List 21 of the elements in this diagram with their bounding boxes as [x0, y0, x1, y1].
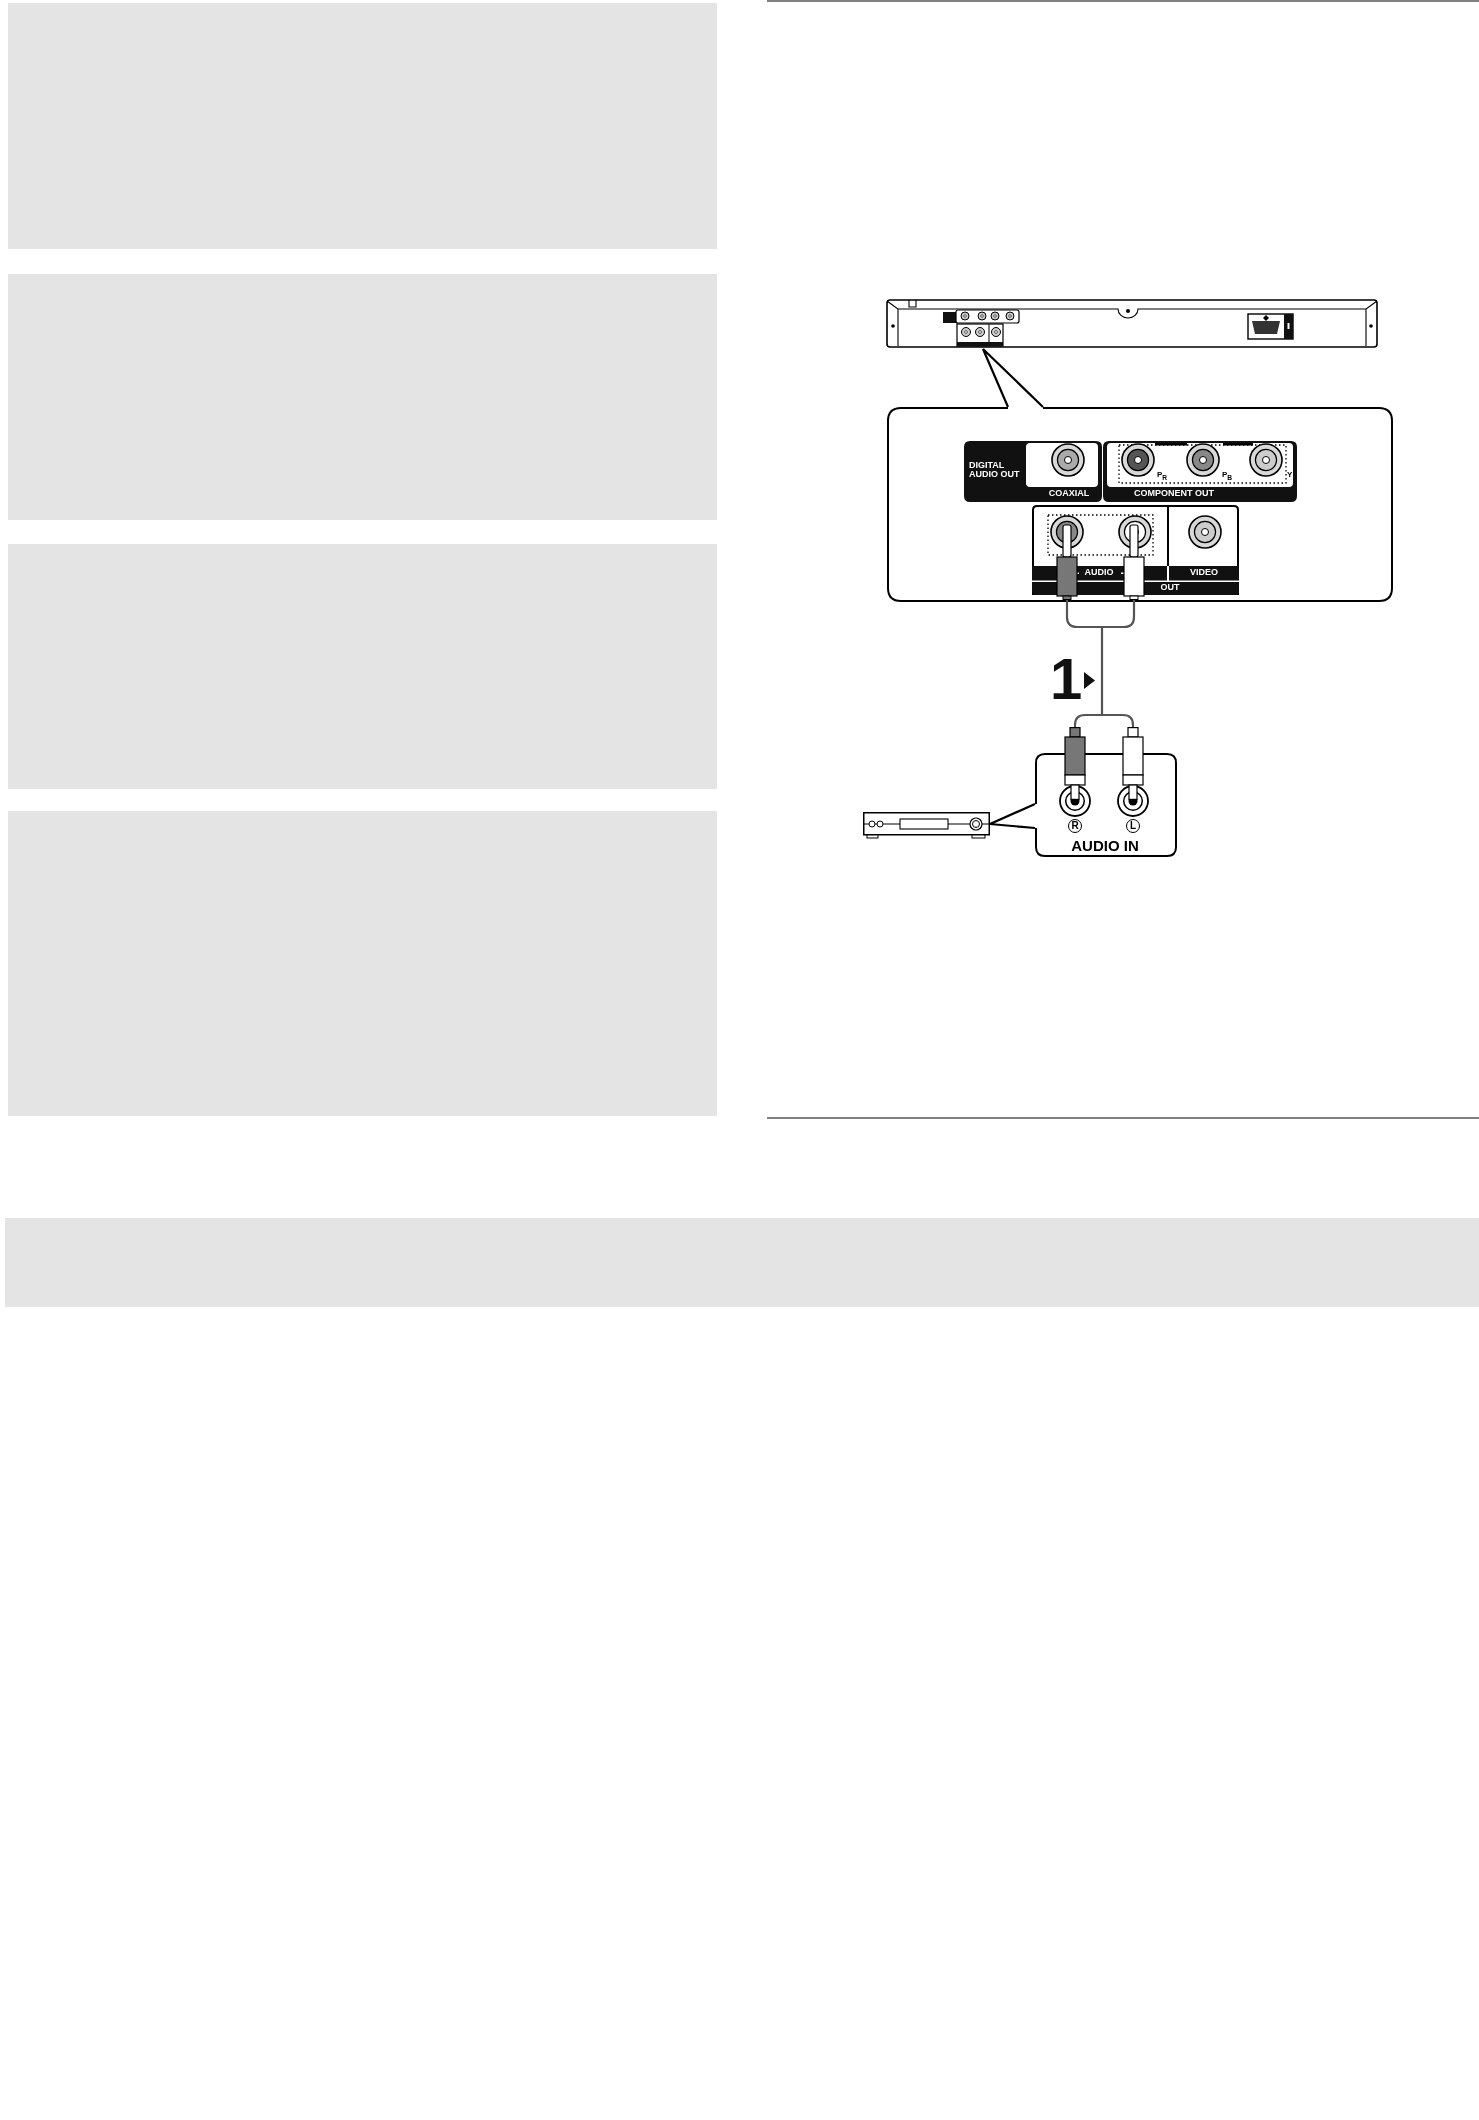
port-label: DIGITAL AUDIO OUT: [969, 461, 1021, 480]
amplifier-drawing: [863, 812, 990, 839]
port-label: VIDEO: [1190, 568, 1218, 577]
port-label: COMPONENT OUT: [1134, 489, 1214, 498]
audio-cable: [1065, 598, 1136, 729]
port-label: AUDIO IN: [1071, 838, 1139, 853]
digital-audio-output-panel: [964, 441, 1102, 502]
callout-pointer: [988, 802, 1037, 830]
jack-label: P$_{R}$: [1157, 471, 1168, 482]
callout-pointer: [981, 347, 1045, 409]
port-label: COAXIAL: [1048, 489, 1090, 498]
callout-panel: [887, 407, 1393, 602]
port-label: AUDIO: [1084, 568, 1114, 577]
analog-output-panel: [1032, 505, 1239, 600]
component-output-panel: [1103, 441, 1297, 502]
step-number: 1: [1050, 650, 1083, 708]
player-rear-drawing: [886, 299, 1378, 349]
audio-input-panel: [1035, 727, 1177, 857]
jack-label: Y: [1287, 471, 1293, 479]
jack-label: P$_{B}$: [1222, 471, 1233, 482]
port-label: OUT: [1160, 583, 1180, 592]
